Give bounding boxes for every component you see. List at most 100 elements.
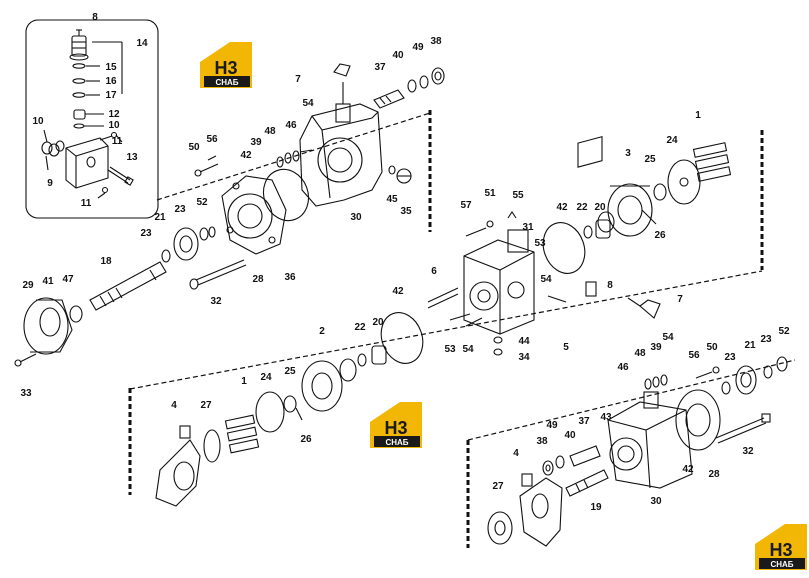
- callout-49: 49: [412, 42, 424, 53]
- callout-23: 23: [140, 228, 152, 239]
- callout-8: 8: [607, 280, 613, 291]
- callout-54: 54: [540, 274, 552, 285]
- callout-27: 27: [200, 400, 212, 411]
- rear-pump-assembly: [487, 356, 788, 547]
- callout-48: 48: [634, 348, 646, 359]
- callout-1: 1: [695, 110, 701, 121]
- callout-33: 33: [20, 388, 32, 399]
- callout-46: 46: [617, 362, 629, 373]
- svg-text:CHAБ: CHAБ: [385, 438, 408, 447]
- callout-39: 39: [250, 137, 262, 148]
- callout-10: 10: [32, 116, 44, 127]
- callout-48: 48: [264, 126, 276, 137]
- callout-45: 45: [386, 194, 398, 205]
- callout-40: 40: [564, 430, 576, 441]
- callout-25: 25: [284, 366, 296, 377]
- callout-46: 46: [285, 120, 297, 131]
- callout-23: 23: [724, 352, 736, 363]
- brand-logo-middle: H3 CHAБ: [370, 402, 422, 448]
- callout-37: 37: [578, 416, 590, 427]
- brand-logo-corner: H3 CHAБ: [755, 524, 807, 570]
- callout-11: 11: [112, 136, 123, 147]
- callout-4: 4: [513, 448, 519, 459]
- callout-13: 13: [126, 152, 138, 163]
- svg-text:H3: H3: [214, 58, 237, 78]
- mid-rotating-group: [155, 312, 424, 507]
- callout-24: 24: [666, 135, 678, 146]
- callout-15: 15: [105, 62, 117, 73]
- callout-25: 25: [644, 154, 656, 165]
- callout-36: 36: [284, 272, 296, 283]
- callout-42: 42: [392, 286, 404, 297]
- callout-38: 38: [536, 436, 548, 447]
- callout-1: 1: [241, 376, 247, 387]
- callout-42: 42: [682, 464, 694, 475]
- callout-50: 50: [188, 142, 200, 153]
- callout-9: 9: [47, 178, 53, 189]
- callout-20: 20: [372, 317, 384, 328]
- callout-7: 7: [295, 74, 301, 85]
- svg-text:CHAБ: CHAБ: [215, 78, 238, 87]
- callout-32: 32: [210, 296, 222, 307]
- callout-22: 22: [354, 322, 366, 333]
- callout-57: 57: [460, 200, 472, 211]
- callout-20: 20: [594, 202, 606, 213]
- svg-text:H3: H3: [384, 418, 407, 438]
- callout-16: 16: [105, 76, 117, 87]
- callout-56: 56: [688, 350, 700, 361]
- callout-12: 12: [108, 109, 120, 120]
- callout-53: 53: [534, 238, 546, 249]
- callout-4: 4: [171, 400, 177, 411]
- callout-42: 42: [240, 150, 252, 161]
- callout-50: 50: [706, 342, 718, 353]
- callout-17: 17: [105, 90, 117, 101]
- callout-28: 28: [708, 469, 720, 480]
- callout-35: 35: [400, 206, 412, 217]
- svg-text:H3: H3: [769, 540, 792, 560]
- callout-23: 23: [174, 204, 186, 215]
- callout-3: 3: [625, 148, 631, 159]
- callout-26: 26: [654, 230, 666, 241]
- callout-34: 34: [518, 352, 530, 363]
- callout-31: 31: [522, 222, 534, 233]
- callout-51: 51: [484, 188, 496, 199]
- callout-2: 2: [319, 326, 325, 337]
- callout-47: 47: [62, 274, 74, 285]
- callout-54: 54: [462, 344, 474, 355]
- callout-10: 10: [108, 120, 120, 131]
- callout-21: 21: [154, 212, 166, 223]
- callout-30: 30: [350, 212, 362, 223]
- callout-29: 29: [22, 280, 34, 291]
- callout-19: 19: [590, 502, 602, 513]
- brand-logo-top: H3 CHAБ: [200, 42, 252, 88]
- callout-26: 26: [300, 434, 312, 445]
- center-head-assembly: [427, 135, 732, 356]
- callout-11: 11: [81, 198, 92, 209]
- callout-6: 6: [431, 266, 437, 277]
- callout-41: 41: [42, 276, 54, 287]
- callout-44: 44: [518, 336, 530, 347]
- callout-23: 23: [760, 334, 772, 345]
- callout-37: 37: [374, 62, 386, 73]
- svg-text:CHAБ: CHAБ: [770, 560, 793, 569]
- callout-18: 18: [100, 256, 112, 267]
- callout-43: 43: [600, 412, 612, 423]
- callout-38: 38: [430, 36, 442, 47]
- callout-52: 52: [196, 197, 208, 208]
- callout-8: 8: [92, 12, 98, 23]
- inset-valve-detail: [25, 19, 159, 219]
- callout-24: 24: [260, 372, 272, 383]
- callout-40: 40: [392, 50, 404, 61]
- callout-30: 30: [650, 496, 662, 507]
- callout-28: 28: [252, 274, 264, 285]
- callout-32: 32: [742, 446, 754, 457]
- callout-55: 55: [512, 190, 524, 201]
- front-pump-assembly: [14, 63, 445, 367]
- callout-27: 27: [492, 481, 504, 492]
- callout-56: 56: [206, 134, 218, 145]
- callout-53: 53: [444, 344, 456, 355]
- callout-7: 7: [677, 294, 683, 305]
